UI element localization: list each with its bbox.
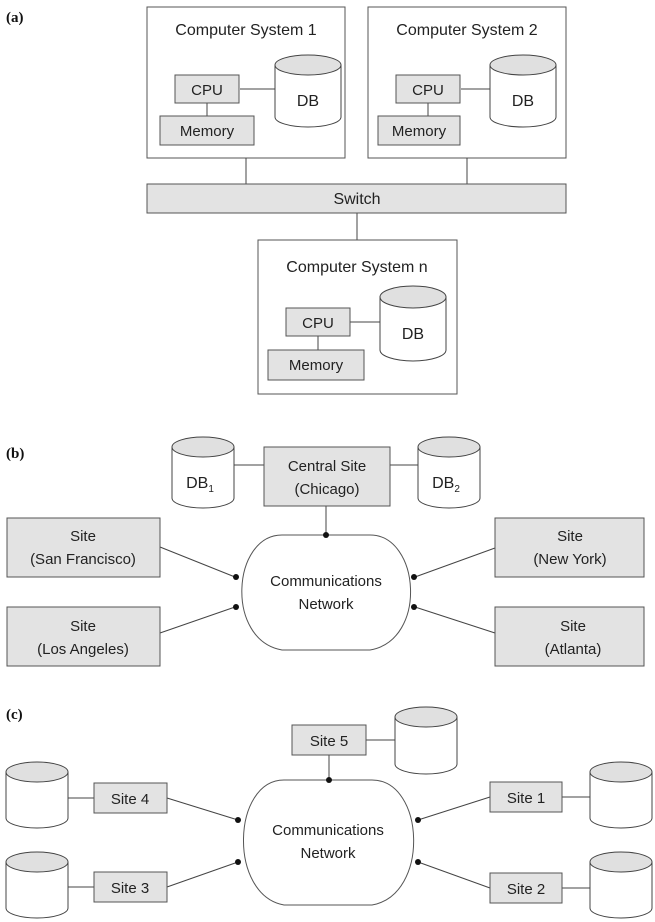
site-atlanta-line2: (Atlanta) (545, 641, 602, 658)
panel-c-label: (c) (6, 707, 23, 723)
panel-a: (a) Computer System 1 CPU Memory DB Comp… (6, 6, 567, 395)
panel-a-label: (a) (6, 10, 24, 26)
memory-box (159, 115, 255, 146)
site-new-york-box (494, 517, 645, 578)
memory-label: Memory (289, 357, 344, 374)
network-label-line1: Communications (272, 822, 384, 839)
site-atlanta-line1: Site (560, 618, 586, 635)
network-label-line1: Communications (270, 573, 382, 590)
db2-label: DB2 (432, 475, 460, 495)
database-icon (589, 761, 653, 829)
db1-label: DB1 (186, 475, 214, 495)
database-icon (5, 851, 69, 919)
site-san-francisco-line2: (San Francisco) (30, 551, 136, 568)
network-label-line2: Network (298, 596, 354, 613)
cpu-box (285, 307, 351, 337)
site-new-york-line1: Site (557, 528, 583, 545)
site-5-box (291, 724, 367, 756)
site-5-label: Site 5 (310, 733, 348, 750)
connection-dot (233, 574, 239, 580)
site-2-box (489, 872, 563, 904)
site-1-box (489, 781, 563, 813)
connection-dot (235, 859, 241, 865)
communications-network-cloud (241, 534, 412, 651)
site-los-angeles-box (6, 606, 161, 667)
database-icon (379, 285, 447, 362)
site-los-angeles-line1: Site (70, 618, 96, 635)
computer-system-1: Computer System 1 CPU Memory DB (146, 6, 346, 159)
site-atlanta-box (494, 606, 645, 667)
memory-box (267, 349, 365, 381)
site-3-label: Site 3 (111, 880, 149, 897)
database-icon (171, 436, 235, 509)
site-4-box (93, 782, 168, 814)
database-icon (417, 436, 481, 509)
computer-system-n-title: Computer System n (286, 259, 427, 276)
database-icon (274, 54, 342, 128)
db-label: DB (402, 326, 424, 343)
db-label: DB (297, 93, 319, 110)
site-3-box (93, 871, 168, 903)
computer-system-2-title: Computer System 2 (396, 22, 537, 39)
database-icon (394, 706, 458, 775)
site-los-angeles-line2: (Los Angeles) (37, 641, 129, 658)
site-2-label: Site 2 (507, 881, 545, 898)
memory-box (377, 115, 461, 146)
cpu-label: CPU (302, 315, 334, 332)
central-site-box (263, 446, 391, 507)
switch-label: Switch (333, 191, 380, 208)
panel-b-label: (b) (6, 446, 24, 462)
connection-dot (323, 532, 329, 538)
central-site-city: (Chicago) (294, 481, 359, 498)
communications-network-cloud (243, 779, 415, 906)
connection-dot (235, 817, 241, 823)
switch-bar (146, 183, 567, 214)
computer-system-2: Computer System 2 CPU Memory DB (367, 6, 567, 159)
memory-label: Memory (392, 123, 447, 140)
cpu-label: CPU (191, 82, 223, 99)
network-label-line2: Network (300, 845, 356, 862)
database-icon (5, 761, 69, 829)
central-site-name: Central Site (288, 458, 366, 475)
cpu-box (395, 74, 461, 104)
computer-system-n: Computer System n CPU Memory DB (257, 239, 458, 395)
memory-label: Memory (180, 123, 235, 140)
connection-dot (411, 574, 417, 580)
panel-b: (b) DB1 Central Site (Chicago) DB2 Commu… (6, 436, 645, 667)
connection-dot (415, 817, 421, 823)
connection-dot (415, 859, 421, 865)
connection-dot (233, 604, 239, 610)
site-san-francisco-line1: Site (70, 528, 96, 545)
cpu-label: CPU (412, 82, 444, 99)
site-4-label: Site 4 (111, 791, 149, 808)
cpu-box (174, 74, 240, 104)
panel-c: (c) Site 5 Communications Network (5, 706, 653, 919)
site-san-francisco-box (6, 517, 161, 578)
connection-dot (411, 604, 417, 610)
database-icon (489, 54, 557, 128)
site-1-label: Site 1 (507, 790, 545, 807)
site-new-york-line2: (New York) (533, 551, 606, 568)
connection-dot (326, 777, 332, 783)
database-icon (589, 851, 653, 919)
computer-system-1-title: Computer System 1 (175, 22, 316, 39)
db-label: DB (512, 93, 534, 110)
